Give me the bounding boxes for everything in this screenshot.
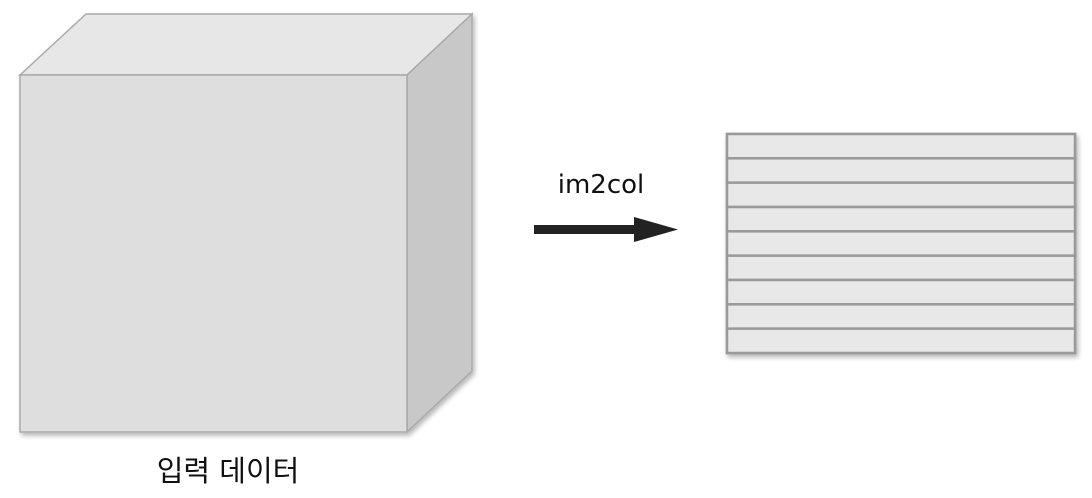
cube-side-face: [406, 12, 473, 434]
output-row: [725, 327, 1077, 355]
input-data-cube: [18, 12, 474, 434]
cube-top-face: [18, 13, 474, 76]
output-row: [725, 132, 1077, 160]
cube-front-face: [19, 74, 408, 433]
output-matrix: [725, 132, 1077, 355]
output-row: [725, 230, 1077, 257]
input-data-label: 입력 데이터: [157, 454, 300, 488]
output-row: [725, 205, 1077, 233]
output-row: [725, 254, 1077, 282]
im2col-label: im2col: [558, 170, 645, 200]
output-row: [725, 303, 1077, 330]
output-row: [725, 278, 1077, 306]
output-row: [725, 157, 1077, 184]
right-arrow-icon: [534, 217, 678, 242]
output-row: [725, 181, 1077, 209]
